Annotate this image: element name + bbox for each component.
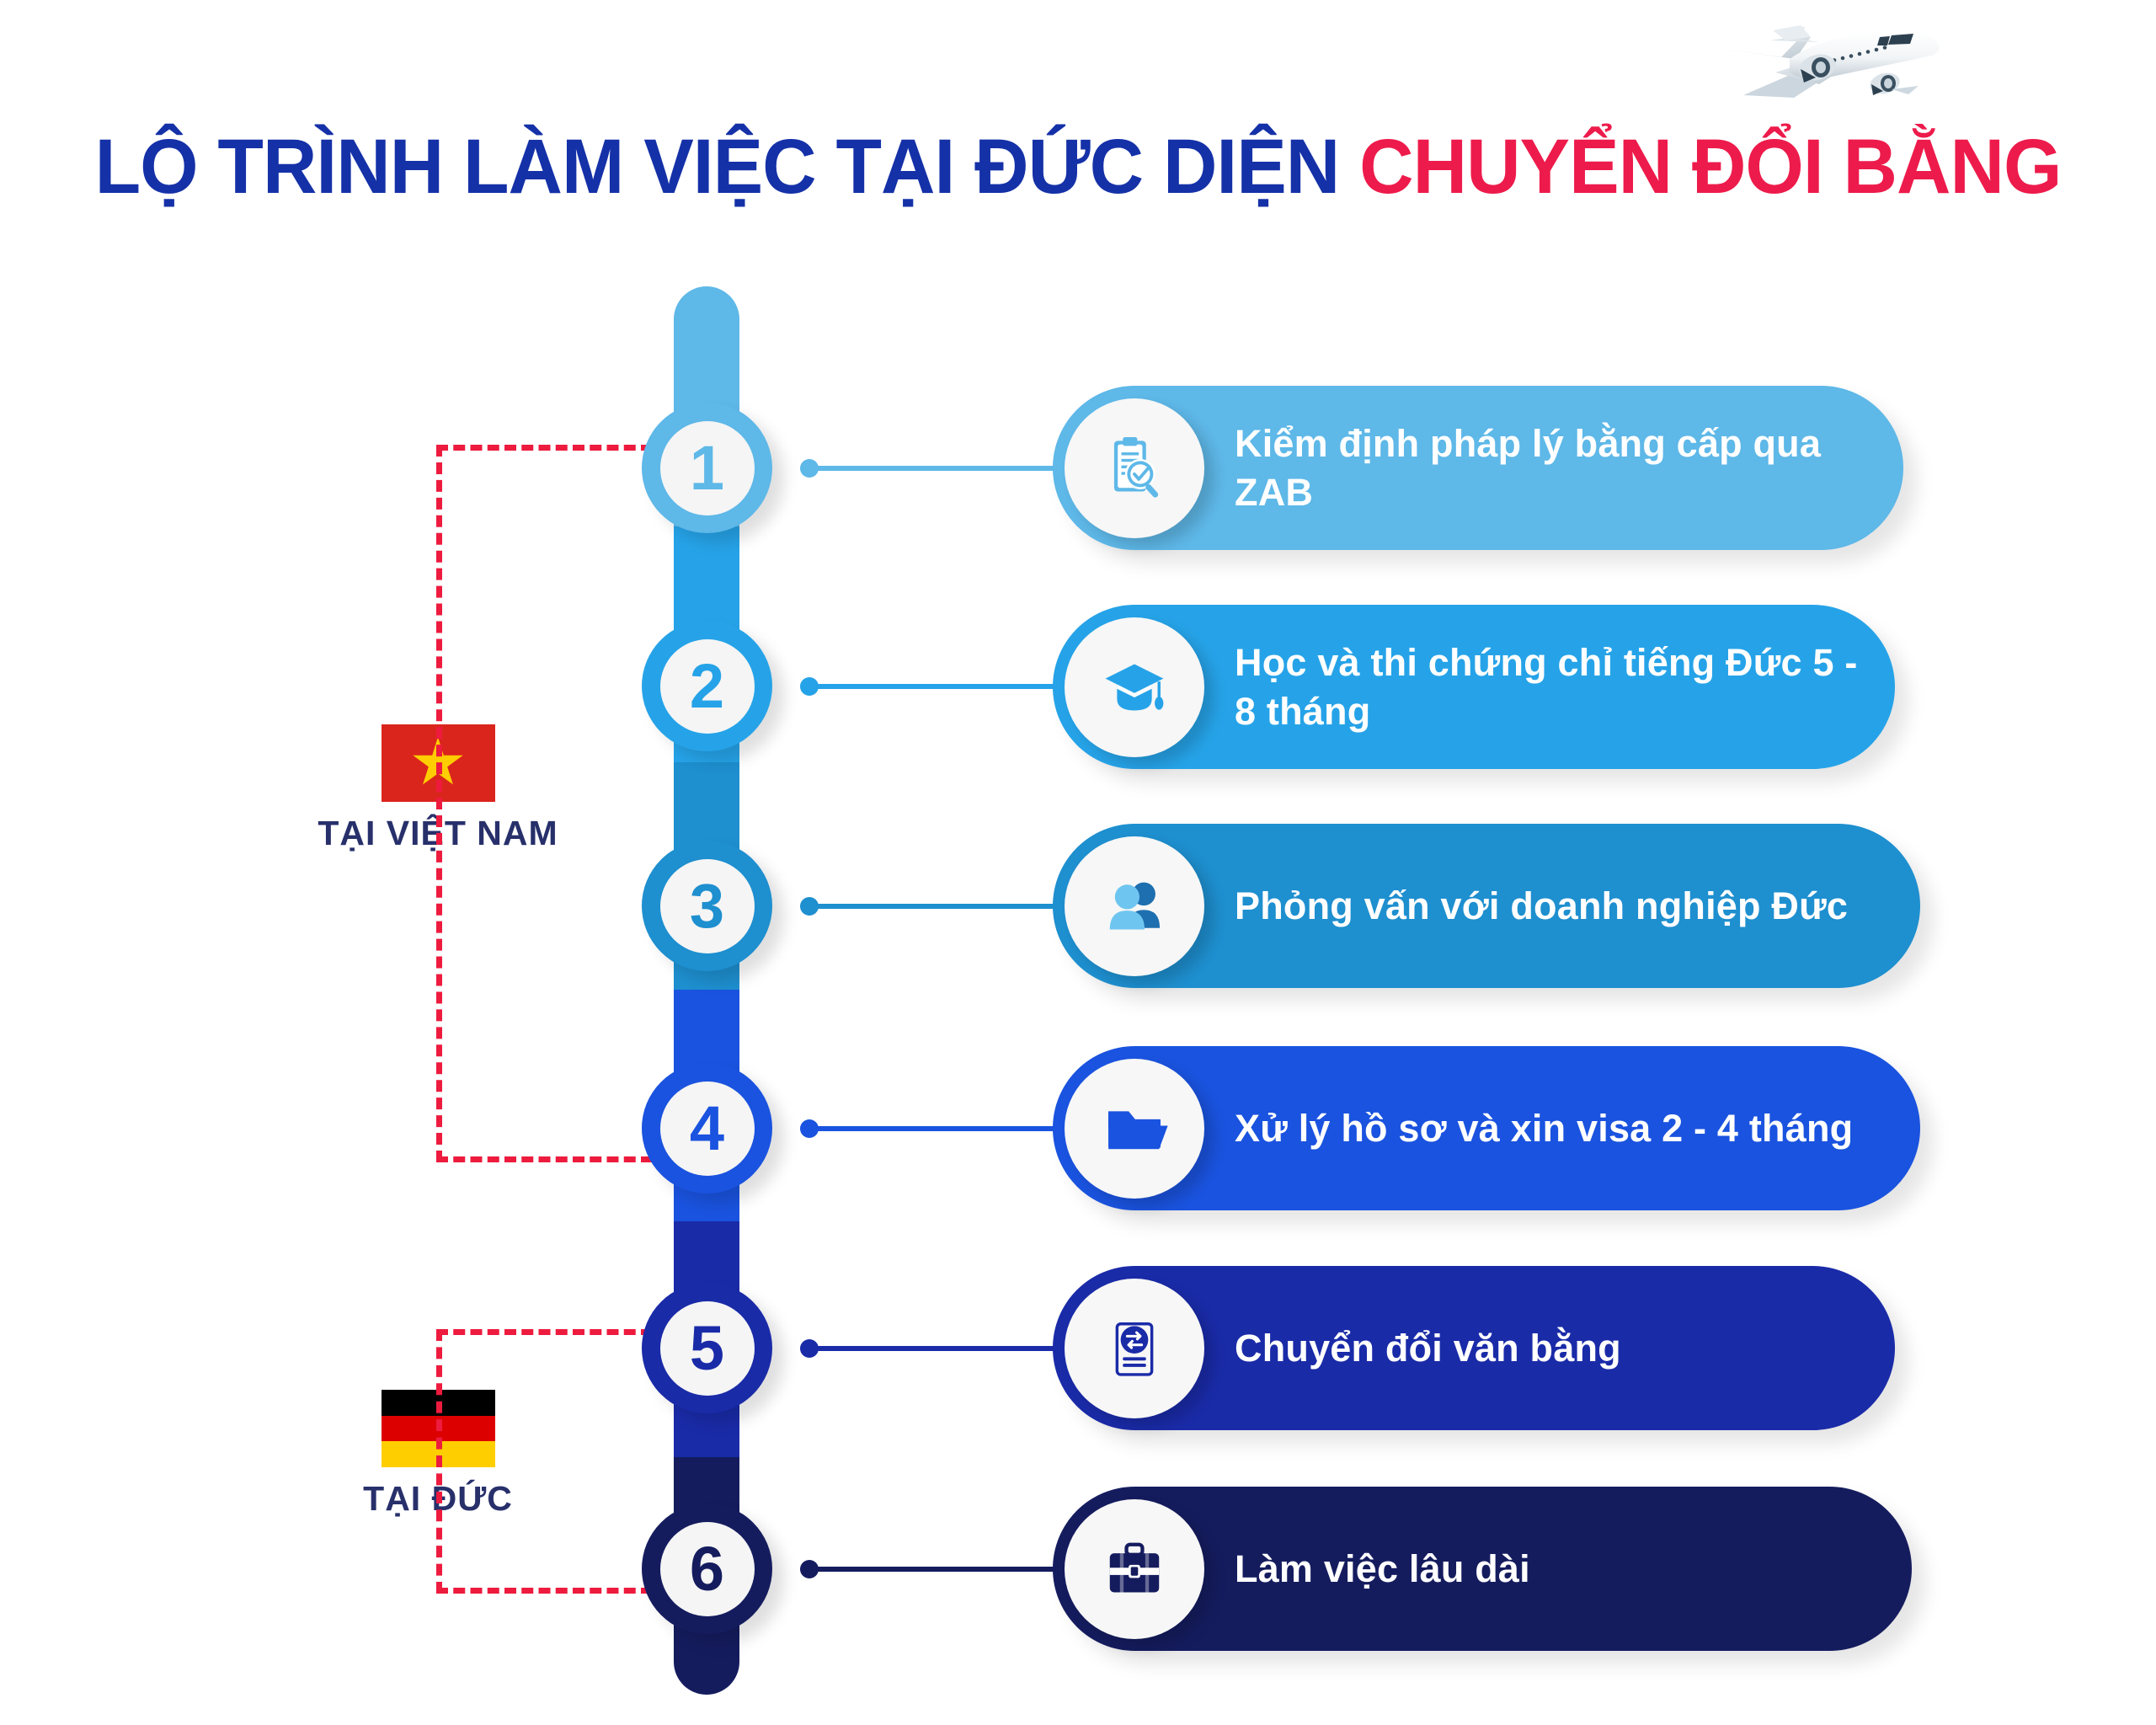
step-label-5: Chuyển đổi văn bằng <box>1235 1326 1621 1370</box>
step-label-1: Kiểm định pháp lý bằng cấp qua ZAB <box>1235 421 1822 514</box>
step-node-4[interactable]: 4 <box>642 1063 772 1194</box>
step-number-4: 4 <box>659 1081 755 1176</box>
connector-dot-1 <box>800 459 819 478</box>
connector-dot-6 <box>800 1560 819 1578</box>
page-title-blue: LỘ TRÌNH LÀM VIỆC TẠI ĐỨC DIỆN <box>94 124 1360 210</box>
step-pill-1[interactable]: Kiểm định pháp lý bằng cấp qua ZAB <box>1053 386 1903 550</box>
folder-open-icon <box>1065 1058 1204 1199</box>
connector-3 <box>800 897 1061 916</box>
connector-4 <box>800 1119 1061 1138</box>
bracket-germany <box>436 1329 653 1594</box>
connector-dot-2 <box>800 677 819 696</box>
page-title: LỘ TRÌNH LÀM VIỆC TẠI ĐỨC DIỆN CHUYỂN ĐỔ… <box>32 126 2123 208</box>
connector-dot-5 <box>800 1339 819 1358</box>
step-pill-2[interactable]: Học và thi chứng chỉ tiếng Đức 5 - 8 thá… <box>1053 605 1895 769</box>
step-node-2[interactable]: 2 <box>642 621 772 751</box>
step-pill-4[interactable]: Xử lý hồ sơ và xin visa 2 - 4 tháng <box>1053 1046 1920 1210</box>
step-pill-6[interactable]: Làm việc lâu dài <box>1053 1487 1912 1651</box>
two-people-icon <box>1065 836 1204 976</box>
clipboard-check-magnifier-icon <box>1065 398 1204 538</box>
step-label-4: Xử lý hồ sơ và xin visa 2 - 4 tháng <box>1235 1106 1854 1150</box>
graduation-cap-icon <box>1065 617 1204 757</box>
airplane-icon <box>1693 7 1971 108</box>
step-node-5[interactable]: 5 <box>642 1283 772 1413</box>
document-exchange-icon <box>1065 1278 1204 1418</box>
bracket-vietnam <box>436 445 653 1162</box>
step-label-2: Học và thi chứng chỉ tiếng Đức 5 - 8 thá… <box>1235 640 1858 733</box>
step-number-5: 5 <box>659 1300 755 1396</box>
step-number-1: 1 <box>659 420 755 515</box>
connector-1 <box>800 459 1061 478</box>
step-node-6[interactable]: 6 <box>642 1503 772 1634</box>
step-label-3: Phỏng vấn với doanh nghiệp Đức <box>1235 884 1849 927</box>
step-number-2: 2 <box>659 638 755 734</box>
step-number-3: 3 <box>659 858 755 953</box>
step-pill-3[interactable]: Phỏng vấn với doanh nghiệp Đức <box>1053 824 1920 988</box>
connector-dot-4 <box>800 1119 819 1138</box>
step-number-6: 6 <box>659 1521 755 1616</box>
briefcase-icon <box>1065 1498 1204 1639</box>
step-label-6: Làm việc lâu dài <box>1235 1546 1530 1590</box>
connector-6 <box>800 1560 1061 1578</box>
connector-dot-3 <box>800 897 819 916</box>
connector-5 <box>800 1339 1061 1358</box>
page-title-red: CHUYỂN ĐỔI BẰNG <box>1359 124 2062 210</box>
step-node-3[interactable]: 3 <box>642 841 772 971</box>
step-node-1[interactable]: 1 <box>642 403 772 533</box>
connector-2 <box>800 677 1061 696</box>
step-pill-5[interactable]: Chuyển đổi văn bằng <box>1053 1266 1895 1430</box>
